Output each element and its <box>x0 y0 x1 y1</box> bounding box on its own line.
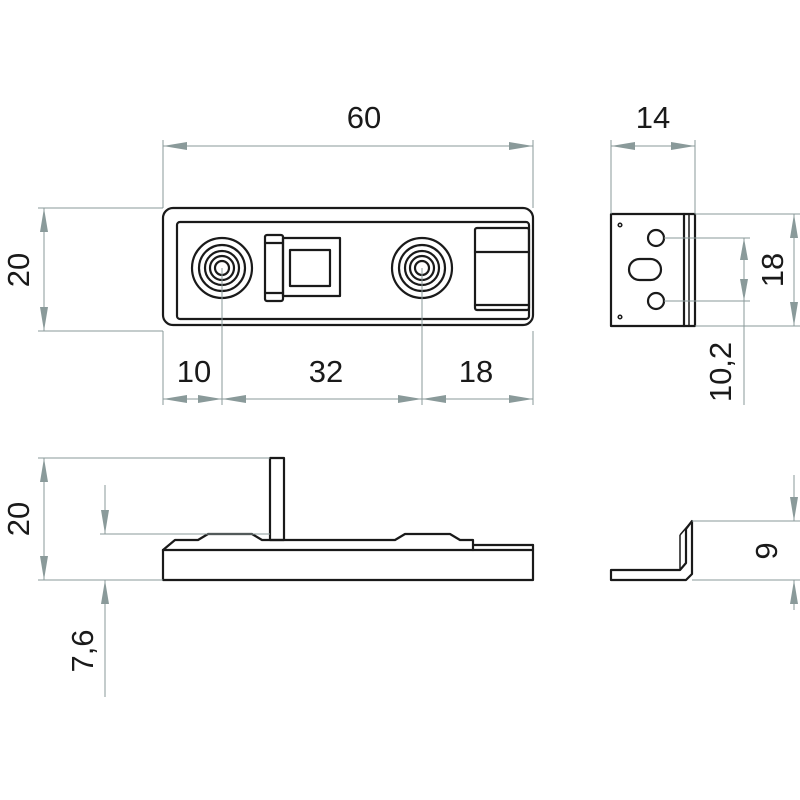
dim-label-front-height: 20 <box>1 502 36 536</box>
dim-label-seg-mid: 32 <box>309 354 343 389</box>
top-view <box>161 206 535 405</box>
dim-front-height: 20 <box>1 457 270 581</box>
dim-top-height: 20 <box>1 207 163 332</box>
dim-label-top-height: 20 <box>1 253 36 287</box>
dim-side-hole-offset: 10,2 <box>664 237 750 405</box>
dim-angle-height: 9 <box>692 475 800 610</box>
dim-side-height: 18 <box>695 213 800 327</box>
dim-label-angle-height: 9 <box>749 542 784 559</box>
clip <box>263 233 342 303</box>
angle-view <box>609 519 694 582</box>
dim-label-side-hole-offset: 10,2 <box>703 342 738 402</box>
dim-label-seg-left: 10 <box>177 354 211 389</box>
dim-label-side-width: 14 <box>636 100 670 135</box>
dim-label-front-base: 7,6 <box>65 629 100 672</box>
dim-front-base: 7,6 <box>65 485 270 697</box>
dim-top-length: 60 <box>162 100 534 208</box>
dim-label-top-length: 60 <box>347 100 381 135</box>
dim-side-width: 14 <box>610 100 696 214</box>
front-view <box>161 456 535 582</box>
dim-label-side-height: 18 <box>755 253 790 287</box>
dim-label-seg-right: 18 <box>459 354 493 389</box>
side-view <box>609 212 697 328</box>
dim-top-segments: 10 32 18 <box>162 331 534 405</box>
